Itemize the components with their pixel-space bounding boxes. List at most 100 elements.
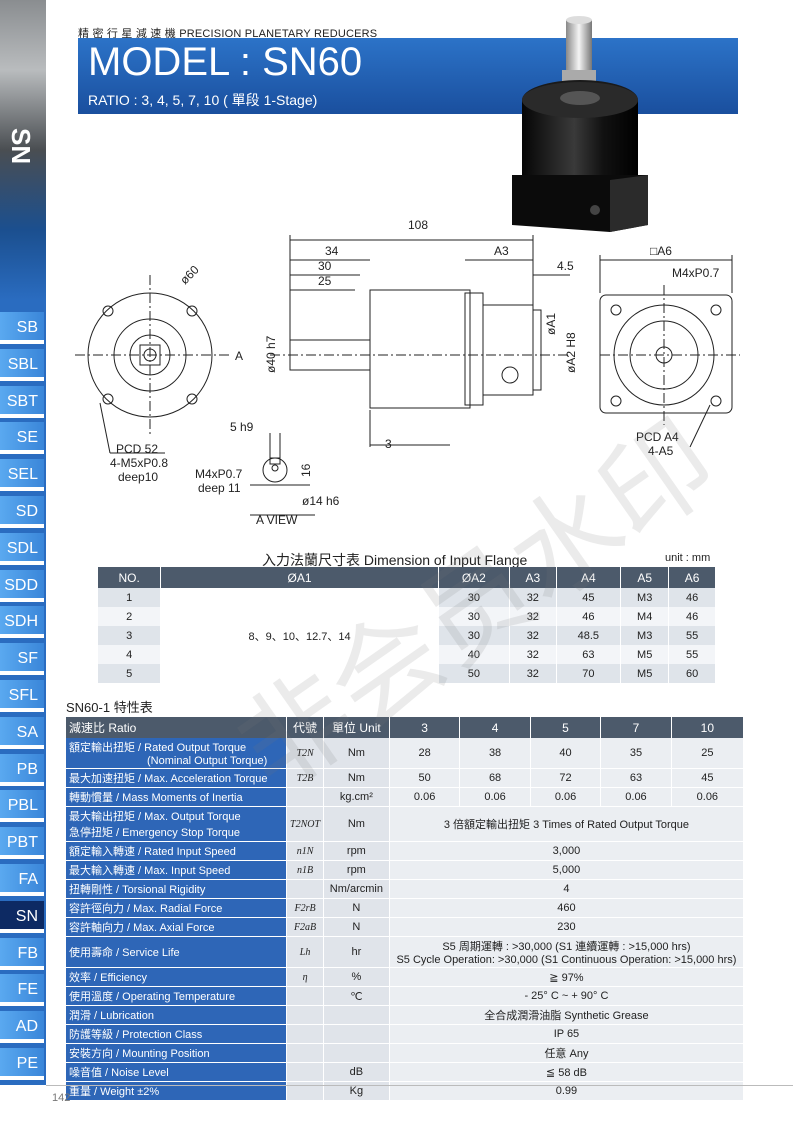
spec-unit: dB [323,1062,390,1082]
spec-value: 40 [530,738,602,769]
flange-header: A3 [509,567,557,588]
series-nav-pbl[interactable]: PBL [0,790,44,823]
spec-value: 0.06 [389,787,461,807]
series-nav-sa[interactable]: SA [0,716,44,749]
series-nav-pb[interactable]: PB [0,753,44,786]
spec-code: n1B [286,860,324,880]
spec-span-text: 0.99 [555,1085,578,1097]
ratio-line: RATIO : 3, 4, 5, 7, 10 ( 單段 1-Stage) [88,92,318,108]
product-photo [512,16,648,232]
spec-unit: rpm [323,860,390,880]
spec-label-text-2: 急停扭矩 / Emergency Stop Torque [69,827,240,839]
series-nav-fb[interactable]: FB [0,937,44,970]
spec-unit: Kg [323,1081,390,1101]
spec-value: 63 [600,768,672,788]
dimension-drawing: 108 34 30 25 A3 4.5 □A6 M4xP0.7 ø60 A ø4… [75,218,740,527]
flange-cell: 46 [668,588,716,607]
spec-label: 使用壽命 / Service Life [66,936,288,968]
spec-label-text: 效率 / Efficiency [69,972,148,984]
series-nav-fe[interactable]: FE [0,974,44,1007]
spec-value-span: 3 倍額定輸出扭矩 3 Times of Rated Output Torque [389,806,745,842]
a5-label: 4-A5 [648,444,674,458]
spec-label-text: 最大輸出扭矩 / Max. Output Torque [69,811,241,823]
spec-label: 額定輸入轉速 / Rated Input Speed [66,841,288,861]
spec-unit: Nm [323,738,390,769]
spec-unit [323,1005,390,1025]
spec-label: 安裝方向 / Mounting Position [66,1043,288,1063]
flange-header: A4 [556,567,622,588]
spec-label: 扭轉剛性 / Torsional Rigidity [66,879,288,899]
flange-cell: 70 [556,664,622,683]
series-nav-ad[interactable]: AD [0,1011,44,1044]
flange-cell: M4 [620,607,670,626]
flange-cell: M3 [620,626,670,645]
series-nav-sel[interactable]: SEL [0,459,44,492]
dim-overall: 108 [408,218,428,232]
spec-row: 重量 / Weight ±2% Kg 0.99 [66,1081,745,1101]
series-nav-pbt[interactable]: PBT [0,827,44,860]
series-nav-sfl[interactable]: SFL [0,680,44,712]
dim-phi14: ø14 h6 [302,494,340,508]
series-nav-sdl[interactable]: SDL [0,532,44,565]
header-subtitle: 精 密 行 星 減 速 機 PRECISION PLANETARY REDUCE… [78,28,378,40]
spec-unit: N [323,917,390,937]
spec-code [286,1062,324,1082]
dim-30: 30 [318,259,332,273]
spec-row: 額定輸出扭矩 / Rated Output Torque(Nominal Out… [66,738,745,769]
spec-unit: hr [323,936,390,968]
spec-value-span: 全合成潤滑油脂 Synthetic Grease [389,1005,745,1025]
flange-cell: 32 [509,607,557,626]
flange-cell: 46 [556,607,622,626]
spec-label-text: 最大輸入轉速 / Max. Input Speed [69,865,231,877]
spec-label-text: 使用壽命 / Service Life [69,947,180,959]
series-nav-sf[interactable]: SF [0,643,44,676]
spec-unit: N [323,898,390,918]
spec-code: F2rB [286,898,324,918]
spec-value: 45 [671,768,745,788]
spec-label-text: 潤滑 / Lubrication [69,1010,154,1022]
dim-3: 3 [385,437,392,451]
spec-value: 68 [459,768,531,788]
spec-label-text: 容許徑向力 / Max. Radial Force [69,903,223,915]
spec-row: 使用溫度 / Operating Temperature℃- 25° C ~ +… [66,986,745,1006]
dim-16: 16 [299,463,313,477]
spec-code [286,986,324,1006]
spec-label-text: 重量 / Weight ±2% [69,1086,160,1098]
spec-value-span: 3,000 [389,841,745,861]
spec-span-text: 任意 Any [544,1048,589,1060]
spec-unit [323,1043,390,1063]
flange-cell: 32 [509,588,557,607]
series-nav-pe[interactable]: PE [0,1048,44,1080]
series-nav-sbt[interactable]: SBT [0,385,44,418]
spec-label-text: 額定輸入轉速 / Rated Input Speed [69,846,236,858]
spec-span-text: 230 [557,921,576,933]
spec-value-span: ≦ 58 dB [389,1062,745,1082]
series-nav-se[interactable]: SE [0,422,44,455]
dim-a3: A3 [494,244,509,258]
series-nav-sb[interactable]: SB [0,312,44,344]
spec-label: 轉動慣量 / Mass Moments of Inertia [66,787,288,807]
spec-span-text: 全合成潤滑油脂 Synthetic Grease [484,1010,649,1022]
series-nav-sdh[interactable]: SDH [0,606,44,639]
spec-code [286,787,324,807]
series-nav-sdd[interactable]: SDD [0,569,44,602]
spec-code [286,879,324,899]
flange-cell: 30 [438,607,510,626]
spec-code: Lh [286,936,324,968]
series-nav-sd[interactable]: SD [0,496,44,528]
spec-label: 最大加速扭矩 / Max. Acceleration Torque [66,768,288,788]
series-nav-fa[interactable]: FA [0,864,44,896]
series-nav-sn[interactable]: SN [0,900,44,933]
spec-value: 0.06 [671,787,745,807]
series-nav-sbl[interactable]: SBL [0,348,44,381]
spec-code: T2B [286,768,324,788]
spec-label: 效率 / Efficiency [66,967,288,987]
